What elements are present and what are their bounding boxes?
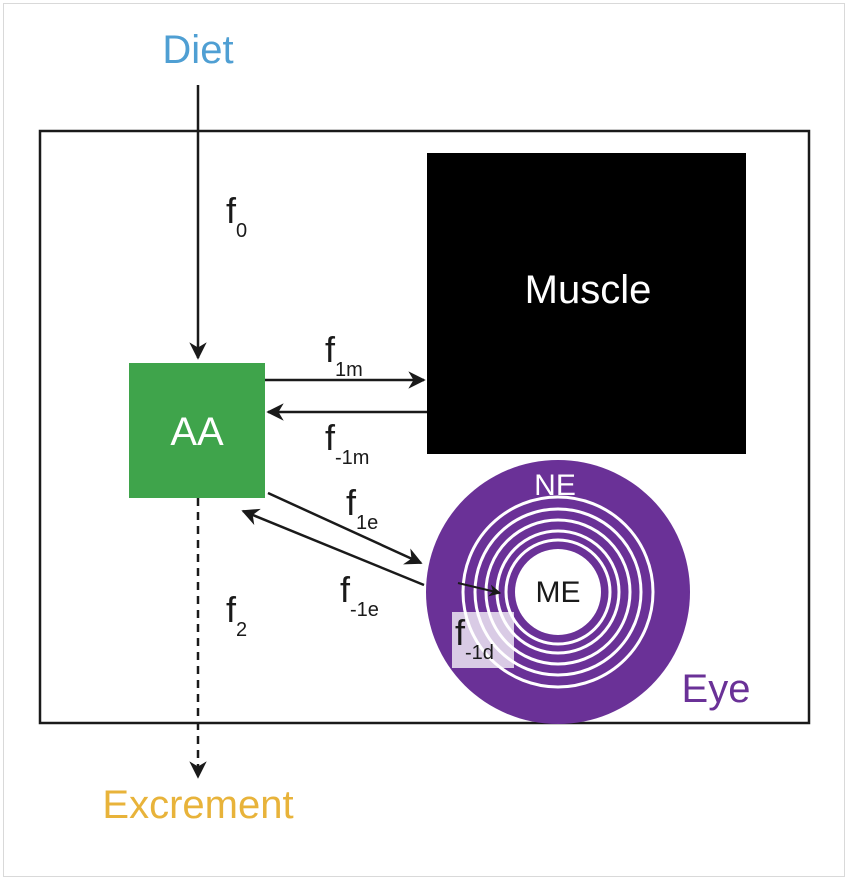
- flux-f2-label: f2: [226, 589, 247, 641]
- eye-me-core: [515, 549, 601, 635]
- me-label: ME: [536, 576, 581, 609]
- organism-boundary: [38, 129, 811, 725]
- flux-f1e-label: f1e: [346, 482, 378, 534]
- ne-label: NE: [534, 469, 576, 502]
- flux-f1m-label: f1m: [325, 329, 363, 381]
- eye-layer-rings: [461, 495, 655, 689]
- eye-label: Eye: [682, 667, 751, 711]
- flux-fm1d-label: f-1d: [455, 612, 494, 664]
- aa-label: AA: [170, 410, 224, 454]
- flux-fm1d-backdrop: [452, 612, 514, 668]
- muscle-label: Muscle: [525, 268, 652, 312]
- aa-box: [129, 363, 265, 498]
- muscle-box: [427, 153, 746, 454]
- flux-fm1e-label: f-1e: [340, 569, 379, 621]
- flux-fm1m-label: f-1m: [325, 417, 369, 469]
- flux-f0-label: f0: [226, 190, 247, 242]
- diet-label: Diet: [162, 28, 233, 72]
- aa-to-eye-arrow: [267, 491, 423, 565]
- eye-to-aa-arrow: [241, 508, 425, 587]
- excrement-label: Excrement: [102, 783, 293, 827]
- ne-to-me-arrow: [457, 582, 502, 597]
